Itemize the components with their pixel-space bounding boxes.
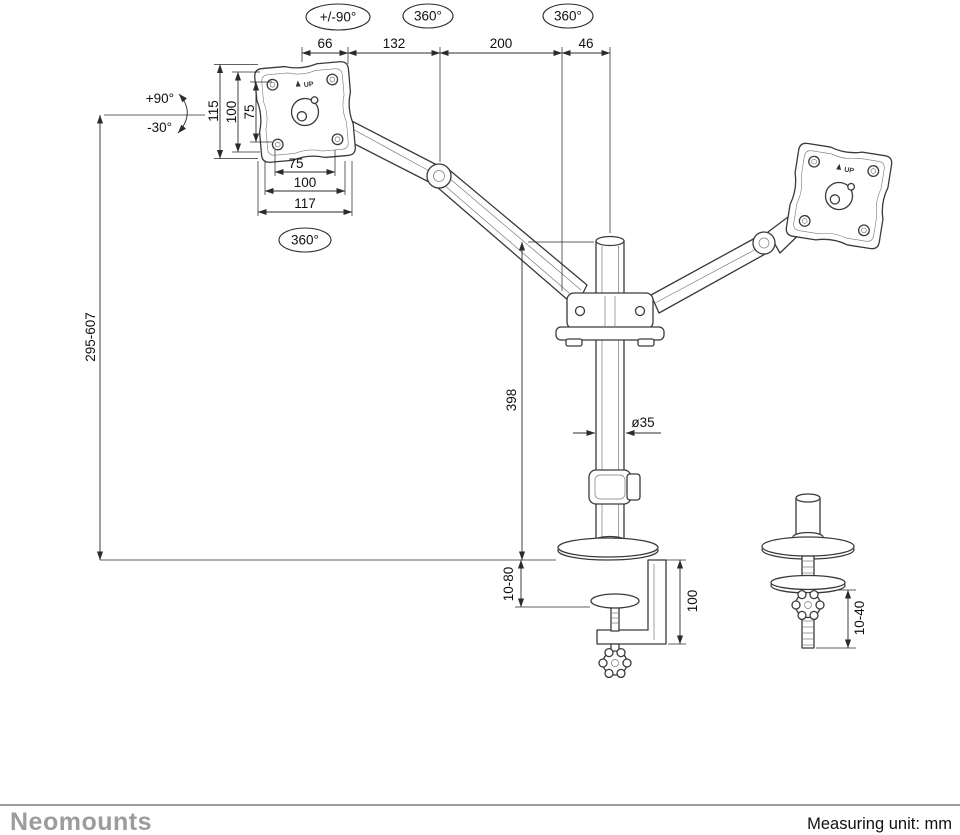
pole-top-cap	[595, 235, 625, 247]
desk-clamp	[590, 559, 667, 679]
dim-vesa-vertical: 115 100 75	[206, 64, 272, 159]
rotation-badge-pole	[542, 3, 594, 29]
monitor-arm-drawing: UP UP	[254, 61, 893, 679]
dim-label-height-range: 295-607	[83, 312, 98, 362]
dim-top-chain: 66 132 200 46	[301, 36, 611, 291]
dim-label-100h: 100	[294, 175, 317, 190]
rotation-badge-vesa	[278, 227, 332, 253]
dim-label-66: 66	[317, 36, 332, 51]
grommet-wing-nut	[791, 589, 825, 621]
up-label: UP	[844, 167, 855, 175]
footer: Neomounts Measuring unit: mm	[0, 804, 960, 835]
dim-grommet-range: 10-40	[816, 589, 867, 649]
cable-clip-tab	[626, 473, 641, 501]
dim-label-grommet-range: 10-40	[852, 601, 867, 636]
dim-label-117: 117	[294, 196, 316, 211]
dim-label-75v: 75	[242, 104, 257, 119]
dim-tilt-angles: +90° -30°	[146, 91, 188, 135]
dim-clamp-range: 10-80	[501, 559, 590, 608]
rotation-label-elbow: 360°	[414, 9, 442, 24]
right-vesa-plate: UP	[785, 142, 893, 250]
dim-vesa-horizontal: 75 100 117	[257, 150, 353, 216]
up-arrow-icon	[295, 80, 301, 87]
up-arrow-icon	[836, 163, 842, 171]
desk-base	[557, 535, 659, 561]
dim-label-46: 46	[578, 36, 593, 51]
cable-clip	[588, 469, 641, 505]
dim-label-200: 200	[490, 36, 513, 51]
dimensions: 66 132 200 46 115 100 75	[83, 36, 867, 649]
detail-base-plate	[761, 536, 855, 557]
rotation-badge-arm	[305, 3, 371, 31]
rotation-label-arm: +/-90°	[320, 10, 357, 25]
dim-label-diameter: ø35	[631, 415, 654, 430]
hub-flange	[555, 326, 665, 341]
dim-label-115: 115	[206, 100, 221, 122]
left-arm-elbow-joint	[426, 163, 452, 189]
pole-hub	[555, 292, 665, 347]
dim-label-132: 132	[383, 36, 406, 51]
rotation-badges: +/-90° 360° 360° 360°	[278, 3, 594, 253]
measuring-unit-label: Measuring unit: mm	[807, 815, 952, 833]
dim-label-clamp-range: 10-80	[501, 567, 516, 602]
dim-label-100v: 100	[224, 101, 239, 124]
grommet-washer	[770, 574, 846, 591]
dim-height-range: 295-607	[83, 114, 556, 561]
left-arm-lower-link	[436, 167, 588, 308]
clamp-knob	[598, 647, 632, 679]
vesa-holes	[798, 155, 880, 237]
dim-label-398: 398	[504, 389, 519, 412]
dim-clamp-height: 100	[660, 559, 700, 645]
brand-logo: Neomounts	[10, 808, 152, 835]
tilt-arc-arrow	[177, 93, 188, 134]
base-plate	[557, 537, 659, 558]
clamp-screw-upper	[610, 606, 620, 632]
right-arm-lower-link	[650, 236, 768, 314]
tilt-up-label: +90°	[146, 91, 174, 106]
tilt-down-label: -30°	[147, 120, 172, 135]
rotation-label-pole: 360°	[554, 9, 582, 24]
dim-label-clamp-height: 100	[685, 590, 700, 613]
dim-pole-diameter: ø35	[573, 415, 661, 437]
rotation-label-vesa: 360°	[291, 233, 319, 248]
right-arm-elbow-joint	[752, 231, 776, 255]
left-arm	[336, 116, 588, 308]
grommet-mount-detail	[761, 493, 855, 649]
rotation-badge-elbow	[402, 3, 454, 29]
up-label: UP	[304, 81, 315, 89]
dim-label-75h: 75	[288, 156, 303, 171]
left-vesa-plate: UP	[254, 61, 356, 163]
clamp-pad	[590, 593, 640, 609]
dim-pole-length: 398	[504, 241, 594, 561]
